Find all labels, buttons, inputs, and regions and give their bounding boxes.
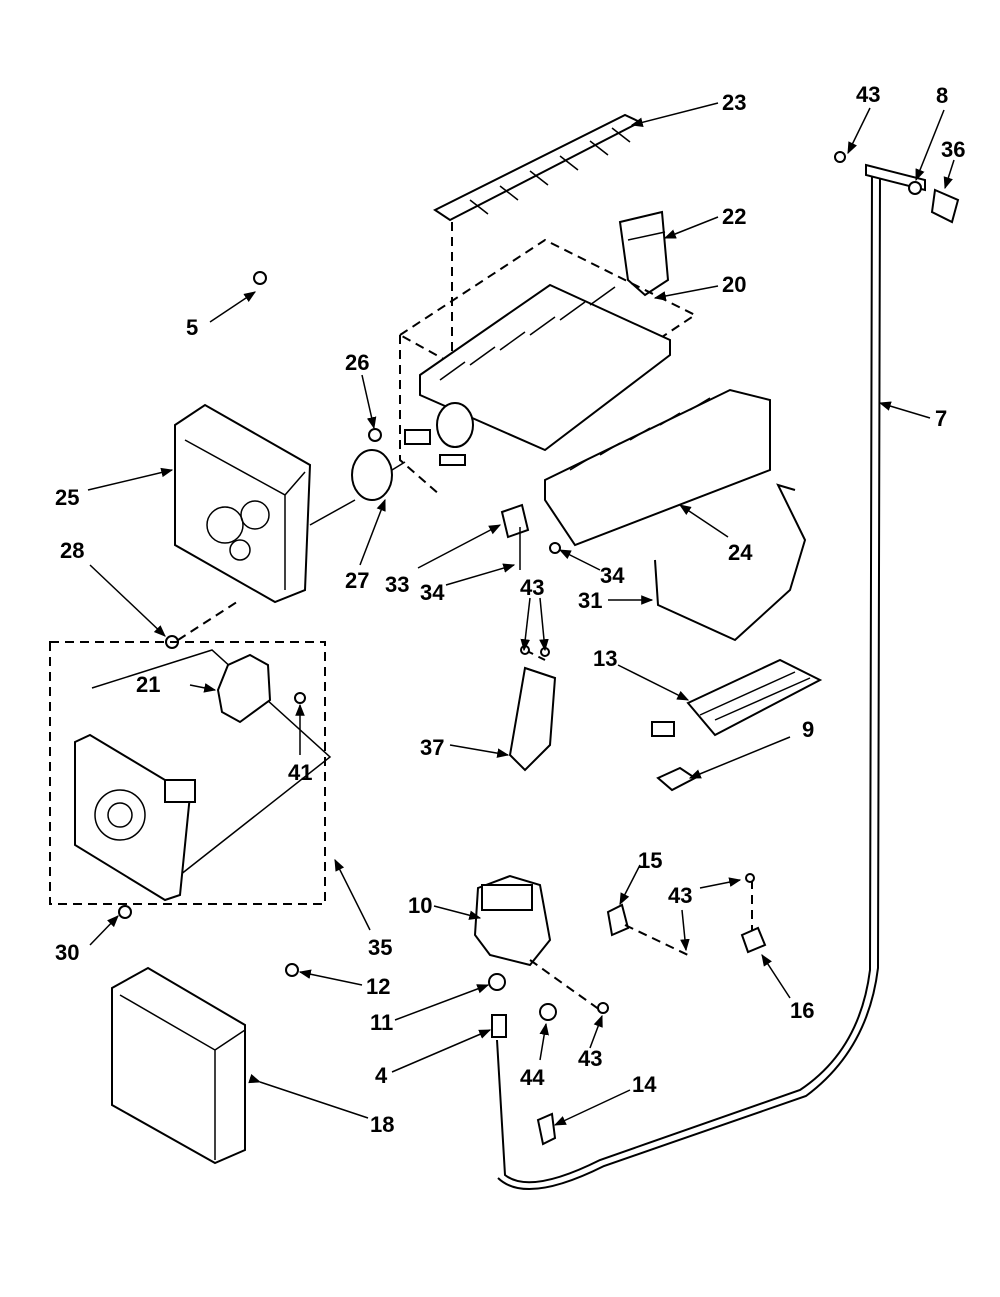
label-34b: 34 [600, 563, 625, 588]
control-kit-outline [49, 641, 332, 905]
part-labels: 23 22 20 5 26 25 28 27 33 34 43 34 24 31… [55, 82, 965, 1137]
nut-11-part [488, 973, 506, 991]
label-16: 16 [790, 998, 814, 1023]
heater-bar-part [544, 388, 771, 547]
clip-26-part [368, 428, 382, 442]
label-22: 22 [722, 204, 746, 229]
fitting-4-part [491, 1014, 507, 1038]
label-35: 35 [368, 935, 392, 960]
label-21: 21 [136, 672, 160, 697]
label-43b: 43 [856, 82, 880, 107]
label-41: 41 [288, 760, 312, 785]
label-34a: 34 [420, 580, 445, 605]
thermostat-part [351, 449, 406, 501]
label-37: 37 [420, 735, 444, 760]
label-14: 14 [632, 1072, 657, 1097]
housing-part [174, 403, 356, 604]
water-valve-part [473, 874, 601, 1011]
label-43d: 43 [578, 1046, 602, 1071]
clamp-16-part [740, 873, 767, 954]
leader-lines [87, 102, 955, 1126]
label-11: 11 [370, 1010, 393, 1035]
shutoff-arm-part [654, 483, 807, 642]
sensor-assembly-part [651, 658, 823, 737]
cover-part [618, 210, 670, 297]
nut-44-part [539, 1003, 557, 1021]
label-31: 31 [578, 588, 602, 613]
label-9: 9 [802, 717, 814, 742]
fill-tube-part [496, 169, 881, 1190]
screw-43-part [597, 1002, 609, 1014]
label-24: 24 [728, 540, 753, 565]
label-12: 12 [366, 974, 390, 999]
label-44: 44 [520, 1065, 545, 1090]
label-13: 13 [593, 646, 617, 671]
label-25: 25 [55, 485, 79, 510]
label-20: 20 [722, 272, 746, 297]
label-26: 26 [345, 350, 369, 375]
screw-5-part [253, 271, 267, 285]
label-33: 33 [385, 572, 409, 597]
label-5: 5 [186, 315, 198, 340]
label-27: 27 [345, 568, 369, 593]
label-43a: 43 [520, 575, 544, 600]
screw-30-part [118, 905, 132, 919]
front-cover-part [111, 966, 246, 1165]
control-plate-part [74, 733, 196, 902]
bracket-33-part [500, 503, 561, 570]
label-15: 15 [638, 848, 662, 873]
label-43c: 43 [668, 883, 692, 908]
label-4: 4 [375, 1063, 388, 1088]
tube-cap-14-part [536, 1112, 557, 1146]
tube-fitting-part [834, 151, 960, 224]
label-8: 8 [936, 83, 948, 108]
label-18: 18 [370, 1112, 394, 1137]
motor-part [216, 653, 306, 724]
grommet-12-part [285, 963, 299, 977]
ejector-part [433, 113, 643, 410]
mounting-bracket-part [508, 645, 557, 772]
label-36: 36 [941, 137, 965, 162]
label-23: 23 [722, 90, 746, 115]
clip-9-part [656, 766, 697, 792]
mold-assembly [399, 238, 697, 496]
label-28: 28 [60, 538, 84, 563]
label-30: 30 [55, 940, 79, 965]
label-10: 10 [408, 893, 432, 918]
clamp-15-part [606, 903, 689, 956]
screw-28-part [165, 599, 241, 649]
label-7: 7 [935, 406, 947, 431]
